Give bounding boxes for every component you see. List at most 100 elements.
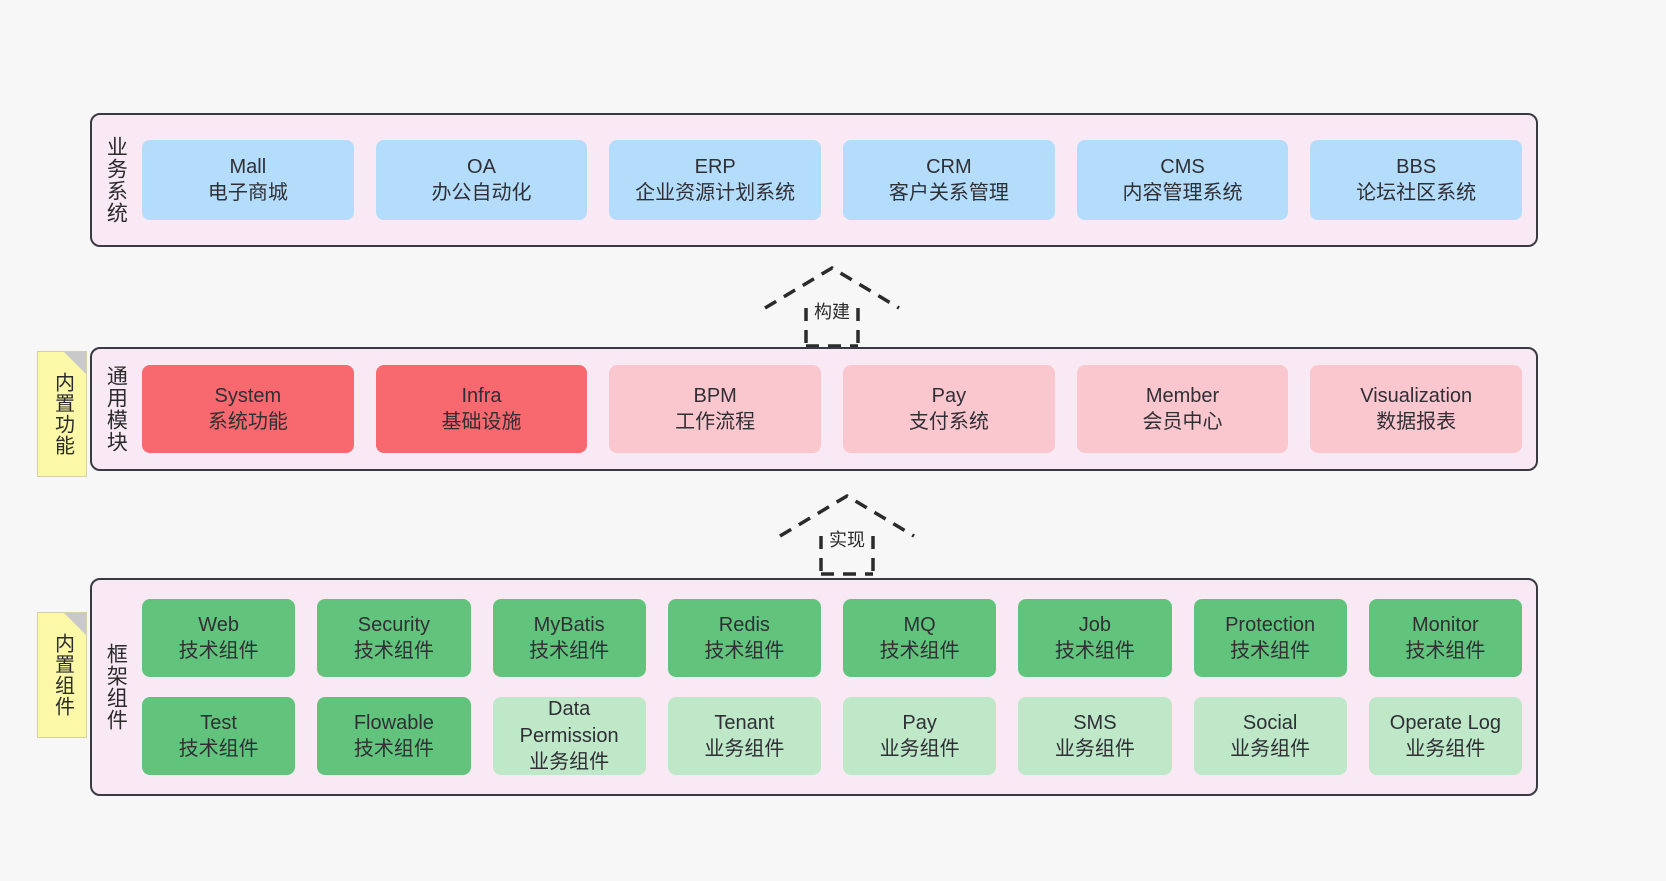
box-crm[interactable]: CRM 客户关系管理 (843, 140, 1055, 220)
layer-body-business-systems: Mall 电子商城 OA 办公自动化 ERP 企业资源计划系统 CRM 客户关系… (138, 115, 1536, 245)
box-mall[interactable]: Mall 电子商城 (142, 140, 354, 220)
box-system[interactable]: System 系统功能 (142, 365, 354, 453)
box-title-en: Visualization (1360, 384, 1473, 407)
box-title-en: Web (198, 613, 239, 636)
note-fold-corner (64, 613, 86, 635)
box-title-cn: 技术组件 (529, 640, 610, 662)
box-title-en: MQ (903, 613, 936, 636)
box-social[interactable]: Social 业务组件 (1193, 697, 1347, 775)
box-bpm[interactable]: BPM 工作流程 (609, 365, 822, 453)
box-title-cn: 支付系统 (908, 411, 989, 433)
note-text: 内置功能 (51, 372, 74, 456)
box-operate-log[interactable]: Operate Log 业务组件 (1368, 697, 1522, 775)
box-mybatis[interactable]: MyBatis 技术组件 (492, 599, 646, 677)
box-redis[interactable]: Redis 技术组件 (667, 599, 821, 677)
box-title-cn: 技术组件 (704, 640, 785, 662)
box-mq[interactable]: MQ 技术组件 (843, 599, 997, 677)
layer-title-common-modules: 通用模块 (104, 365, 128, 453)
layer-body-common-modules: System 系统功能 Infra 基础设施 BPM 工作流程 Pay 支付系统… (138, 349, 1536, 469)
connector-implement: 实现 (775, 490, 925, 576)
connector-build: 构建 (760, 262, 910, 348)
box-title-en: ERP (694, 155, 736, 178)
layer-business-systems: 业务系统 Mall 电子商城 OA 办公自动化 ERP 企业资源计划系统 CRM… (90, 113, 1538, 247)
box-title-cn: 技术组件 (1405, 640, 1486, 662)
box-title-cn: 业务组件 (529, 751, 610, 774)
layer-framework-components: 框架组件 Web 技术组件 Security 技术组件 MyBatis 技术组件… (90, 578, 1538, 796)
box-title-cn: 技术组件 (1230, 640, 1311, 662)
box-row: Test 技术组件 Flowable 技术组件 Data Permission … (142, 697, 1522, 775)
note-text: 内置组件 (51, 633, 74, 717)
box-title-en: Pay (931, 384, 967, 407)
box-monitor[interactable]: Monitor 技术组件 (1368, 599, 1522, 677)
box-title-cn: 业务组件 (1054, 738, 1135, 760)
box-title-en: BBS (1396, 155, 1437, 178)
box-title-cn: 数据报表 (1376, 411, 1457, 433)
box-title-cn: 业务组件 (1230, 738, 1311, 760)
box-row: Web 技术组件 Security 技术组件 MyBatis 技术组件 Redi… (142, 599, 1522, 677)
box-web[interactable]: Web 技术组件 (142, 599, 296, 677)
box-title-cn: 技术组件 (178, 738, 259, 760)
box-title-en: Social (1242, 711, 1298, 734)
box-title-cn: 业务组件 (704, 738, 785, 760)
box-row: System 系统功能 Infra 基础设施 BPM 工作流程 Pay 支付系统… (142, 365, 1523, 453)
note-builtin-components: 内置组件 (37, 612, 87, 738)
box-erp[interactable]: ERP 企业资源计划系统 (609, 140, 822, 220)
box-pay-business[interactable]: Pay 业务组件 (843, 697, 997, 775)
box-title-cn: 内容管理系统 (1122, 182, 1243, 204)
box-visualization[interactable]: Visualization 数据报表 (1310, 365, 1523, 453)
box-title-cn: 技术组件 (353, 640, 434, 662)
box-flowable[interactable]: Flowable 技术组件 (317, 697, 471, 775)
box-title-cn: 办公自动化 (431, 182, 532, 204)
box-title-en: MyBatis (533, 613, 605, 636)
box-title-en: Pay (902, 711, 937, 734)
box-data-permission[interactable]: Data Permission 业务组件 (492, 697, 646, 775)
box-test[interactable]: Test 技术组件 (142, 697, 296, 775)
box-title-en: Flowable (353, 711, 434, 734)
note-fold-corner (64, 352, 86, 374)
box-member[interactable]: Member 会员中心 (1076, 365, 1289, 453)
box-title-en: Monitor (1412, 613, 1479, 636)
box-title-en: Protection (1225, 613, 1316, 636)
box-title-en: Security (357, 613, 430, 636)
box-title-cn: 业务组件 (1405, 738, 1486, 760)
box-title-cn: 工作流程 (675, 411, 756, 433)
build-arrow-icon (764, 265, 900, 348)
box-security[interactable]: Security 技术组件 (317, 599, 471, 677)
connector-label-implement: 实现 (829, 530, 865, 550)
box-bbs[interactable]: BBS 论坛社区系统 (1310, 140, 1523, 220)
box-title-cn: 基础设施 (441, 411, 522, 433)
box-title-en: Data Permission (519, 698, 619, 747)
box-job[interactable]: Job 技术组件 (1018, 599, 1172, 677)
box-title-cn: 技术组件 (1054, 640, 1135, 662)
box-sms[interactable]: SMS 业务组件 (1018, 697, 1172, 775)
box-title-en: Member (1145, 384, 1220, 407)
box-title-cn: 企业资源计划系统 (635, 182, 796, 204)
box-title-cn: 论坛社区系统 (1356, 182, 1477, 204)
layer-title-framework-components: 框架组件 (104, 643, 128, 731)
layer-body-framework-components: Web 技术组件 Security 技术组件 MyBatis 技术组件 Redi… (138, 580, 1536, 794)
box-title-en: Tenant (714, 711, 775, 734)
box-title-cn: 电子商城 (207, 182, 288, 204)
box-protection[interactable]: Protection 技术组件 (1193, 599, 1347, 677)
box-title-en: Infra (461, 384, 502, 407)
box-tenant[interactable]: Tenant 业务组件 (667, 697, 821, 775)
layer-title-business-systems: 业务系统 (104, 136, 128, 224)
box-title-en: Test (200, 711, 237, 734)
box-title-en: Operate Log (1389, 711, 1501, 734)
box-pay[interactable]: Pay 支付系统 (843, 365, 1055, 453)
connector-label-build: 构建 (814, 302, 850, 322)
box-title-cn: 技术组件 (879, 640, 960, 662)
box-title-en: Mall (229, 155, 267, 178)
box-title-en: CMS (1160, 155, 1205, 178)
note-builtin-functions: 内置功能 (37, 351, 87, 477)
layer-common-modules: 通用模块 System 系统功能 Infra 基础设施 BPM 工作流程 Pay… (90, 347, 1538, 471)
box-cms[interactable]: CMS 内容管理系统 (1076, 140, 1289, 220)
box-row: Mall 电子商城 OA 办公自动化 ERP 企业资源计划系统 CRM 客户关系… (142, 140, 1523, 220)
box-oa[interactable]: OA 办公自动化 (375, 140, 588, 220)
box-title-en: System (214, 384, 282, 407)
box-infra[interactable]: Infra 基础设施 (375, 365, 588, 453)
box-title-cn: 技术组件 (353, 738, 434, 760)
box-title-cn: 技术组件 (178, 640, 259, 662)
box-title-en: Redis (718, 613, 770, 636)
